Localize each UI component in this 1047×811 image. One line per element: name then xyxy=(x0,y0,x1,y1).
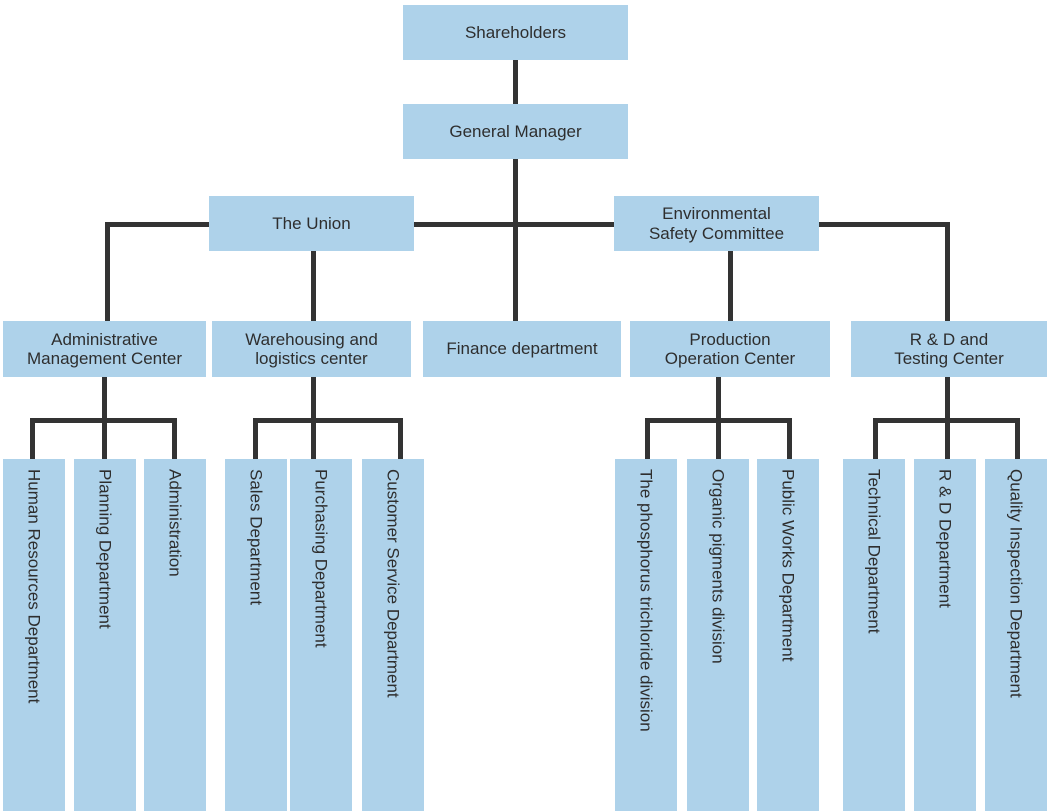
node-the-phosphorus-trichloride-division[interactable]: The phosphorus trichloride division xyxy=(615,459,677,811)
connector-rdtc-drop-quality-inspection xyxy=(1015,418,1020,460)
node-planning-department-label: Planning Department xyxy=(95,469,115,629)
connector-wlc-bus xyxy=(253,418,403,423)
connector-tier2-bus xyxy=(105,222,950,227)
connector-amc-stem xyxy=(102,376,107,423)
node-shareholders-label: Shareholders xyxy=(464,22,567,42)
connector-shareholders-to-general-manager xyxy=(513,59,518,104)
node-purchasing-department-label: Purchasing Department xyxy=(311,469,331,648)
connector-the-union-to-warehousing xyxy=(311,250,316,322)
connector-wlc-drop-purchasing xyxy=(311,418,316,460)
node-human-resources-department-label: Human Resources Department xyxy=(24,469,44,704)
connector-general-manager-stem xyxy=(513,158,518,322)
node-purchasing-department[interactable]: Purchasing Department xyxy=(290,459,352,811)
connector-poc-drop-public-works xyxy=(787,418,792,460)
connector-wlc-stem xyxy=(311,376,316,423)
node-production-operation-center-label: Production Operation Center xyxy=(664,329,796,368)
node-general-manager[interactable]: General Manager xyxy=(403,104,628,159)
node-finance-department-label: Finance department xyxy=(446,339,598,359)
node-planning-department[interactable]: Planning Department xyxy=(74,459,136,811)
node-rd-department-label: R & D Department xyxy=(935,469,955,608)
connector-wlc-drop-customer-service xyxy=(398,418,403,460)
node-the-union[interactable]: The Union xyxy=(209,196,414,251)
node-warehousing-and-logistics-center[interactable]: Warehousing and logistics center xyxy=(212,321,411,377)
connector-amc-drop-planning xyxy=(102,418,107,460)
node-customer-service-department-label: Customer Service Department xyxy=(383,469,403,698)
node-the-union-label: The Union xyxy=(272,213,351,233)
node-public-works-department[interactable]: Public Works Department xyxy=(757,459,819,811)
node-warehousing-and-logistics-center-label: Warehousing and logistics center xyxy=(245,329,378,368)
node-sales-department[interactable]: Sales Department xyxy=(225,459,287,811)
node-environmental-safety-committee-label: Environmental Safety Committee xyxy=(648,204,785,243)
connector-poc-drop-organic-pigments xyxy=(716,418,721,460)
connector-rdtc-drop-technical xyxy=(873,418,878,460)
node-human-resources-department[interactable]: Human Resources Department xyxy=(3,459,65,811)
connector-amc-drop-administration xyxy=(172,418,177,460)
connector-poc-drop-phosphorus xyxy=(645,418,650,460)
node-technical-department[interactable]: Technical Department xyxy=(843,459,905,811)
node-shareholders[interactable]: Shareholders xyxy=(403,5,628,60)
node-rd-and-testing-center[interactable]: R & D and Testing Center xyxy=(851,321,1047,377)
node-the-phosphorus-trichloride-division-label: The phosphorus trichloride division xyxy=(636,469,656,732)
connector-esc-to-production-operation-center xyxy=(728,250,733,322)
node-rd-department[interactable]: R & D Department xyxy=(914,459,976,811)
connector-amc-drop-human-resources xyxy=(30,418,35,460)
node-general-manager-label: General Manager xyxy=(449,121,582,141)
node-quality-inspection-department[interactable]: Quality Inspection Department xyxy=(985,459,1047,811)
node-sales-department-label: Sales Department xyxy=(246,469,266,606)
node-public-works-department-label: Public Works Department xyxy=(778,469,798,662)
connector-bus-to-administrative-management-center xyxy=(105,222,110,322)
node-administrative-management-center[interactable]: Administrative Management Center xyxy=(3,321,206,377)
node-production-operation-center[interactable]: Production Operation Center xyxy=(630,321,830,377)
node-administration-label: Administration xyxy=(165,469,185,577)
node-rd-and-testing-center-label: R & D and Testing Center xyxy=(894,329,1004,368)
connector-rdtc-stem xyxy=(945,376,950,423)
node-customer-service-department[interactable]: Customer Service Department xyxy=(362,459,424,811)
node-environmental-safety-committee[interactable]: Environmental Safety Committee xyxy=(614,196,819,251)
node-quality-inspection-department-label: Quality Inspection Department xyxy=(1006,469,1026,698)
connector-poc-stem xyxy=(716,376,721,423)
connector-wlc-drop-sales xyxy=(253,418,258,460)
connector-rdtc-drop-rd xyxy=(945,418,950,460)
node-organic-pigments-division-label: Organic pigments division xyxy=(708,469,728,664)
node-organic-pigments-division[interactable]: Organic pigments division xyxy=(687,459,749,811)
node-administrative-management-center-label: Administrative Management Center xyxy=(27,329,182,368)
node-administration[interactable]: Administration xyxy=(144,459,206,811)
connector-bus-to-rd-and-testing-center xyxy=(945,222,950,322)
node-finance-department[interactable]: Finance department xyxy=(423,321,621,377)
node-technical-department-label: Technical Department xyxy=(864,469,884,634)
